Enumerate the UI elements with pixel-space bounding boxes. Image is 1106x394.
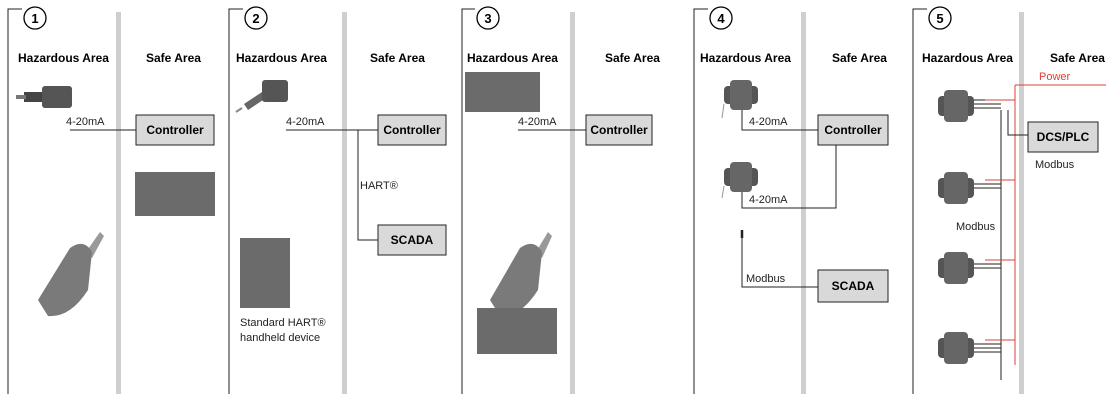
panel-4-divider	[801, 12, 806, 394]
panel-2-handheld-caption-1: Standard HART®	[240, 317, 326, 329]
panel-5-modbus-label-right: Modbus	[1035, 159, 1075, 171]
panel-2-handheld-caption-2: handheld device	[240, 332, 320, 344]
panel-4-scada-label: SCADA	[832, 279, 875, 293]
panel-3-divider	[570, 12, 575, 394]
panel-3-safe-label: Safe Area	[605, 51, 660, 65]
panel-5-dcs-label: DCS/PLC	[1037, 130, 1090, 144]
panel-3-hazardous-label: Hazardous Area	[467, 51, 558, 65]
panel-3-number: 3	[484, 11, 491, 26]
panel-4-number: 4	[717, 11, 725, 26]
panel-3-badge	[476, 6, 500, 30]
panel-5: 5 Hazardous Area Safe Area Power DCS/PLC…	[912, 6, 1106, 394]
panel-1-hazardous-label: Hazardous Area	[18, 51, 109, 65]
panel-5-sensor-3-wires	[974, 263, 1001, 269]
panel-4-sensor-icon-2	[721, 162, 758, 199]
panel-4-signal-wire-1	[741, 110, 818, 131]
panel-1-sensor-icon	[16, 86, 72, 108]
panel-4-bracket	[693, 8, 708, 394]
panel-4-scada-box	[817, 269, 889, 303]
panel-5-modbus-label-left: Modbus	[956, 221, 996, 233]
panel-5-bracket	[912, 8, 927, 394]
panel-1-device-image	[135, 172, 215, 216]
panel-2-controller-box	[377, 114, 447, 146]
panel-5-sensor-2-wires	[974, 183, 1001, 189]
panel-3-device-image	[465, 72, 540, 112]
panel-5-sensor-icon-1	[938, 90, 974, 122]
panel-2-hart-label: HART®	[360, 180, 398, 192]
panel-5-sensor-icon-4	[938, 332, 974, 364]
panel-4-controller-box	[817, 114, 889, 146]
panel-2-number: 2	[252, 11, 259, 26]
panel-1-controller-label: Controller	[146, 123, 204, 137]
panel-2: 2 Hazardous Area Safe Area 4-20mA Contro…	[228, 6, 447, 394]
panel-3-controller-label: Controller	[590, 123, 648, 137]
panel-5-bus-to-dcs	[1007, 110, 1028, 136]
panel-4-safe-label: Safe Area	[832, 51, 887, 65]
panel-2-scada-box	[377, 224, 447, 256]
panel-2-scada-label: SCADA	[391, 233, 434, 247]
panel-3-device-image-2	[477, 308, 557, 354]
panel-1-number: 1	[31, 11, 38, 26]
panel-2-signal-label: 4-20mA	[286, 116, 325, 128]
panel-5-safe-label: Safe Area	[1050, 51, 1105, 65]
panel-4-modbus-wire	[741, 230, 818, 288]
panel-4-modbus-label: Modbus	[746, 273, 786, 285]
panel-3-controller-box	[585, 114, 653, 146]
panel-2-hart-wire	[357, 130, 378, 241]
panel-2-controller-label: Controller	[383, 123, 441, 137]
panel-3-bracket	[461, 8, 475, 394]
panel-5-power-label: Power	[1039, 71, 1071, 83]
panel-1-badge	[23, 6, 47, 30]
panel-4-badge	[709, 6, 733, 30]
panel-5-sensor-icon-3	[938, 252, 974, 284]
panel-1-divider	[116, 12, 121, 394]
panel-2-safe-label: Safe Area	[370, 51, 425, 65]
panel-4-signal-label-1: 4-20mA	[749, 116, 788, 128]
panel-1-controller-box	[135, 114, 215, 146]
panel-4-controller-label: Controller	[824, 123, 882, 137]
panel-5-badge	[928, 6, 952, 30]
panel-5-hazardous-label: Hazardous Area	[922, 51, 1013, 65]
panel-2-sensor-icon	[235, 80, 288, 113]
panel-2-bracket	[228, 8, 243, 394]
panel-5-sensor-4-wires	[974, 343, 1001, 353]
panel-1-signal-label: 4-20mA	[66, 116, 105, 128]
panel-4-signal-label-2: 4-20mA	[749, 194, 788, 206]
panel-5-divider	[1019, 12, 1024, 394]
panel-1-handheld-image	[38, 232, 104, 317]
panel-2-badge	[244, 6, 268, 30]
panel-5-dcs-box	[1027, 121, 1099, 153]
panel-3-signal-label: 4-20mA	[518, 116, 557, 128]
panel-2-handheld-image	[240, 238, 290, 308]
panel-1-bracket	[7, 8, 22, 394]
panel-2-hazardous-label: Hazardous Area	[236, 51, 327, 65]
panel-3: 3 Hazardous Area Safe Area 4-20mA Contro…	[461, 6, 660, 394]
panel-3-handheld-image	[490, 232, 552, 317]
panel-1: 1 Hazardous Area Safe Area 4-20mA Contro…	[7, 6, 215, 394]
panel-4-signal-wire-2	[741, 145, 837, 209]
panel-2-divider	[342, 12, 347, 394]
panel-5-sensor-icon-2	[938, 172, 974, 204]
panel-4-sensor-icon-1	[721, 80, 758, 119]
panel-4-hazardous-label: Hazardous Area	[700, 51, 791, 65]
panel-5-sensor-1-wires	[974, 99, 1015, 109]
panel-4: 4 Hazardous Area Safe Area 4-20mA Contro…	[693, 6, 889, 394]
panel-1-safe-label: Safe Area	[146, 51, 201, 65]
panel-5-number: 5	[936, 11, 943, 26]
